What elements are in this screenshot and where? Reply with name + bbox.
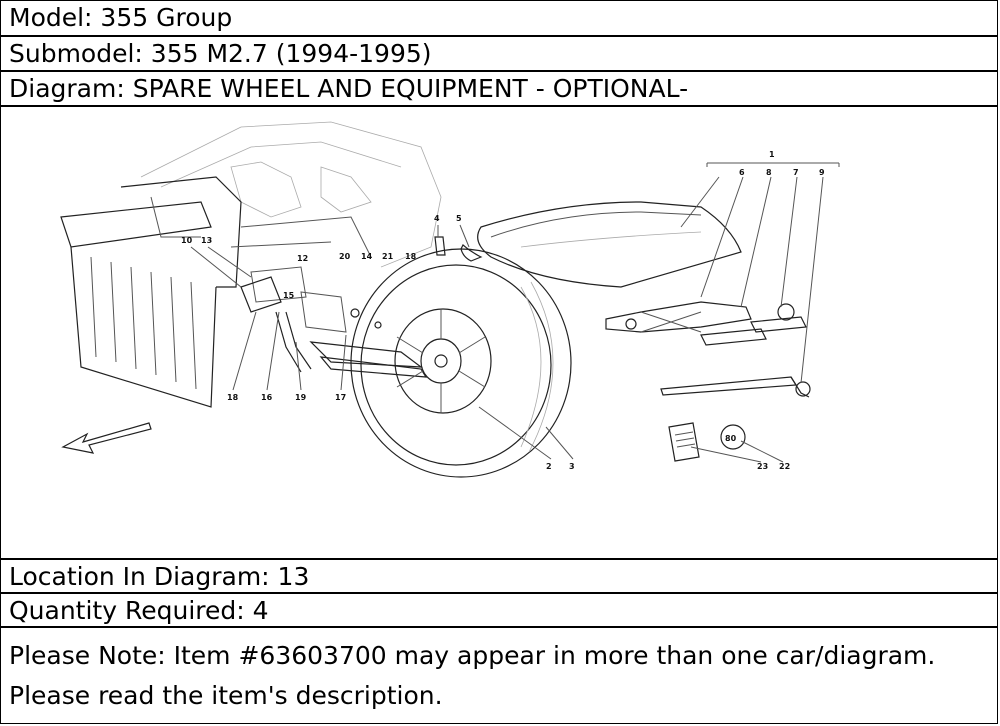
callout-22: 22 [779,462,790,471]
direction-arrow [61,422,152,454]
spare-wheel [350,248,572,478]
car-body-frame [60,121,442,408]
submodel-text: Submodel: 355 M2.7 (1994-1995) [9,39,432,68]
speed-label-text: 80 [725,434,737,443]
callout-18a: 18 [227,393,239,402]
parts-diagram-drawing: 80 1 2 3 4 5 6 7 8 9 [60,121,840,478]
location-row: Location In Diagram: 13 [1,560,997,594]
callout-8: 8 [766,168,772,177]
wheel-strap-assembly [240,276,428,378]
parts-diagram: 80 1 2 3 4 5 6 7 8 9 [1,107,997,560]
callout-9: 9 [819,168,825,177]
location-text: Location In Diagram: 13 [9,562,310,591]
callout-leaders [190,162,840,463]
diagram-title-text: Diagram: SPARE WHEEL AND EQUIPMENT - OPT… [9,74,689,103]
car-jack [605,301,767,346]
quantity-row: Quantity Required: 4 [1,594,997,628]
callout-6: 6 [739,168,745,177]
callout-20: 20 [339,252,351,261]
callout-4: 4 [434,214,440,223]
callout-17: 17 [335,393,346,402]
note-text: Please Note: Item #63603700 may appear i… [9,641,936,710]
callout-5: 5 [456,214,462,223]
callout-14: 14 [361,252,373,261]
callout-23: 23 [757,462,768,471]
callout-19: 19 [295,393,307,402]
quantity-text: Quantity Required: 4 [9,596,269,625]
callout-21: 21 [382,252,394,261]
wheel-wrench [750,303,807,333]
callout-2: 2 [546,462,552,471]
callout-12: 12 [297,254,308,263]
callout-7: 7 [793,168,799,177]
small-parts [434,236,483,262]
model-row: Model: 355 Group [1,1,997,37]
submodel-row: Submodel: 355 M2.7 (1994-1995) [1,37,997,72]
callout-15: 15 [283,291,295,300]
diagram-title-row: Diagram: SPARE WHEEL AND EQUIPMENT - OPT… [1,72,997,107]
callout-13: 13 [201,236,212,245]
callout-numbers: 1 2 3 4 5 6 7 8 9 10 12 13 14 15 16 17 1… [181,150,825,471]
note-row: Please Note: Item #63603700 may appear i… [1,628,997,725]
callout-3: 3 [569,462,575,471]
tool-bag [477,201,742,288]
lug-wrench-bar [660,376,811,398]
callout-18b: 18 [405,252,417,261]
callout-10: 10 [181,236,193,245]
model-text: Model: 355 Group [9,3,233,32]
callout-16: 16 [261,393,273,402]
callout-1: 1 [769,150,775,159]
labels-parts: 80 [668,422,746,462]
